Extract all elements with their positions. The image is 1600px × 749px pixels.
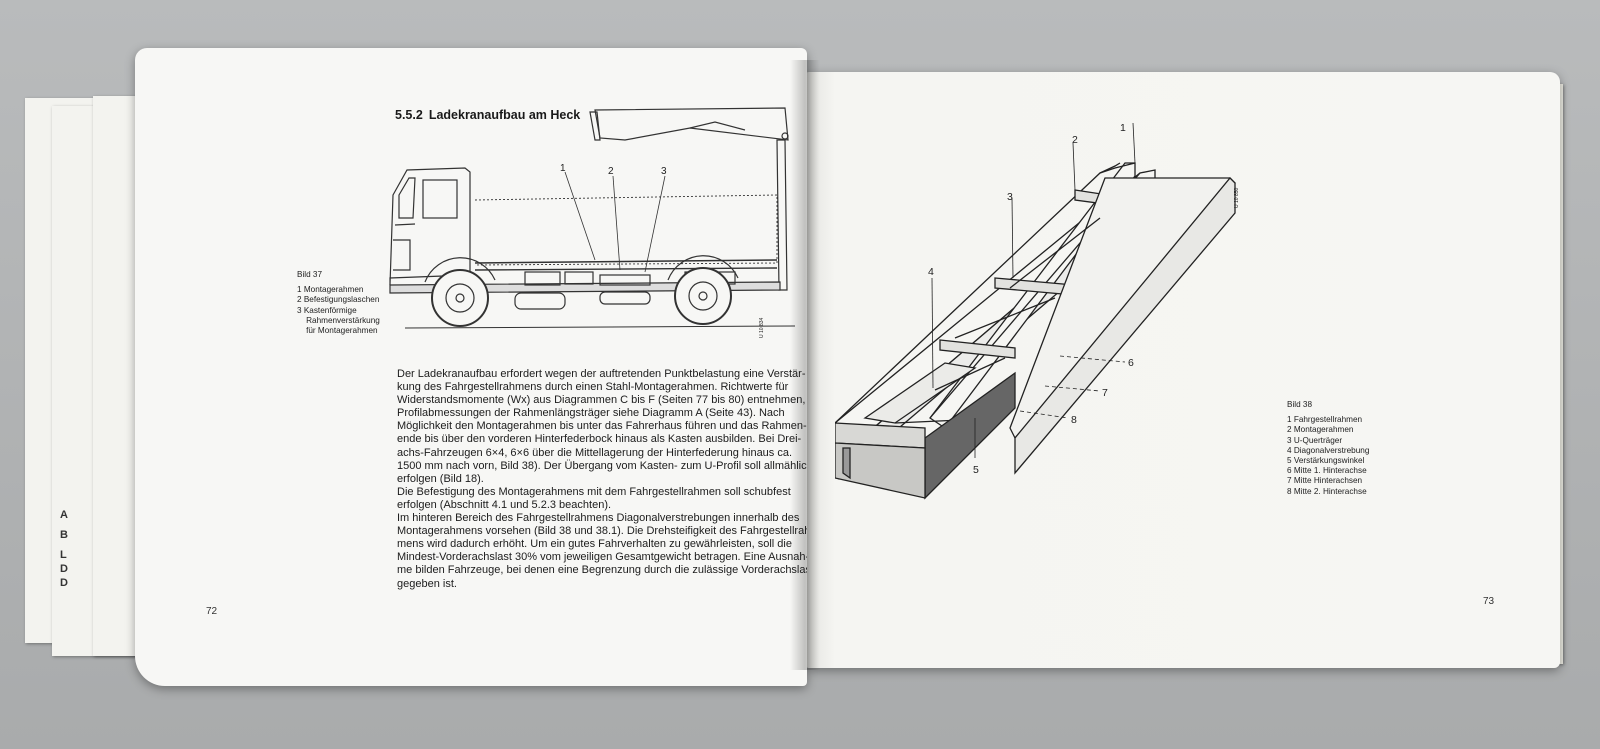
body-line: Die Befestigung des Montagerahmens mit d… bbox=[397, 485, 791, 498]
figure-38-item: 1 Fahrgestellrahmen bbox=[1287, 415, 1363, 425]
figure-37-item: 2 Befestigungslaschen bbox=[297, 295, 380, 305]
body-line: gegeben ist. bbox=[397, 577, 457, 590]
fig38-callout-8: 8 bbox=[1071, 414, 1077, 426]
body-line: 1500 mm nach vorn, Bild 38). Der Übergan… bbox=[397, 459, 807, 472]
fig37-callout-2: 2 bbox=[608, 166, 614, 177]
figure-37-item: für Montagerahmen bbox=[297, 326, 378, 336]
book-gutter bbox=[790, 60, 820, 670]
fig38-callout-4: 4 bbox=[928, 266, 934, 278]
figure-38-item: 7 Mitte Hinterachsen bbox=[1287, 476, 1363, 486]
body-line: ende bis über den vorderen Hinterfederbo… bbox=[397, 433, 802, 446]
figure-38-item: 2 Montagerahmen bbox=[1287, 425, 1354, 435]
fig37-callout-3: 3 bbox=[661, 166, 667, 177]
fig37-callout-1: 1 bbox=[560, 163, 566, 174]
fig38-drawing-code: U 10 850 bbox=[1234, 187, 1240, 208]
figure-37-title: Bild 37 bbox=[297, 270, 323, 279]
section-heading: 5.5.2 Ladekranaufbau am Heck bbox=[395, 108, 580, 122]
body-line: erfolgen (Abschnitt 4.1 und 5.2.3 beacht… bbox=[397, 498, 612, 511]
truck-crane-drawing: 1 2 3 U 10 834 bbox=[389, 107, 796, 338]
body-line: Mindest-Vorderachslast 30% vom jeweilige… bbox=[397, 551, 807, 564]
figure-38-item: 5 Verstärkungswinkel bbox=[1287, 456, 1365, 466]
stacked-page-letters: A B L D D bbox=[60, 509, 68, 589]
left-page bbox=[135, 48, 807, 686]
body-line: Der Ladekranaufbau erfordert wegen der a… bbox=[397, 368, 806, 380]
fig38-callout-1: 1 bbox=[1120, 122, 1126, 134]
page-number-left: 72 bbox=[206, 606, 218, 617]
figure-37-item: Rahmenverstärkung bbox=[297, 315, 380, 325]
fig38-callout-2: 2 bbox=[1072, 134, 1078, 146]
fig37-drawing-code: U 10 834 bbox=[759, 317, 765, 338]
body-line: achs-Fahrzeugen 6×4, 6×6 über die Mittel… bbox=[397, 446, 793, 459]
page-number-right: 73 bbox=[1483, 596, 1495, 607]
figure-38-title: Bild 38 bbox=[1287, 400, 1313, 409]
fig38-callout-3: 3 bbox=[1007, 191, 1013, 203]
body-line: kung des Fahrgestellrahmens durch einen … bbox=[397, 381, 789, 394]
frame-reinforcement-drawing: 1 2 3 4 5 6 7 8 U 10 850 bbox=[835, 122, 1240, 500]
body-line: Montagerahmens vorsehen (Bild 38 und 38.… bbox=[397, 525, 807, 538]
figure-38-caption: Bild 38 1 Fahrgestellrahmen 2 Montagerah… bbox=[1287, 400, 1369, 497]
fig38-callout-5: 5 bbox=[973, 464, 979, 476]
body-line: Möglichkeit den Montagerahmen bis unter … bbox=[397, 420, 807, 433]
figure-37-item: 1 Montagerahmen bbox=[297, 285, 364, 295]
body-line: erfolgen (Bild 18). bbox=[397, 472, 484, 485]
body-text: Der Ladekranaufbau erfordert wegen der a… bbox=[397, 368, 807, 591]
figure-37-caption: Bild 37 1 Montagerahmen 2 Befestigungsla… bbox=[297, 270, 380, 336]
figure-38-item: 6 Mitte 1. Hinterachse bbox=[1287, 466, 1367, 476]
figure-37-item: 3 Kastenförmige bbox=[297, 305, 357, 315]
body-line: me bilden Fahrzeuge, bei denen eine Begr… bbox=[397, 564, 807, 577]
fig38-callout-7: 7 bbox=[1102, 387, 1108, 399]
body-line: Widerstandsmomente (Wx) aus Diagrammen C… bbox=[397, 394, 806, 407]
figure-38-item: 3 U-Querträger bbox=[1287, 435, 1343, 445]
body-line: Profilabmessungen der Rahmenlängsträger … bbox=[397, 407, 785, 420]
figure-38-item: 8 Mitte 2. Hinterachse bbox=[1287, 486, 1367, 496]
body-line: mens wird dadurch erhöht. Um ein gutes F… bbox=[397, 538, 792, 551]
figure-38-item: 4 Diagonalverstrebung bbox=[1287, 445, 1370, 455]
section-title: Ladekranaufbau am Heck bbox=[428, 108, 581, 122]
fig38-callout-6: 6 bbox=[1128, 357, 1134, 369]
section-number: 5.5.2 bbox=[395, 108, 423, 122]
body-line: Im hinteren Bereich des Fahrgestellrahme… bbox=[397, 512, 800, 525]
